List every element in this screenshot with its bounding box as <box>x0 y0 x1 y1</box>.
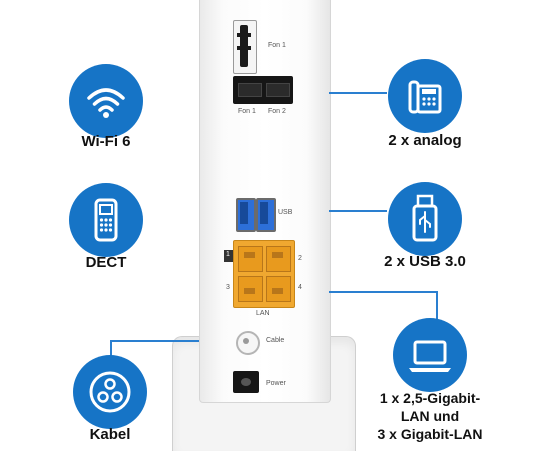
lan-2-label: 2 <box>298 255 302 262</box>
lan-feature-label-line-2: LAN und <box>400 408 460 424</box>
dect-feature-circle <box>69 183 143 257</box>
analog-feature-circle <box>388 59 462 133</box>
lan-port-1 <box>238 246 263 272</box>
analog-phone-icon <box>408 80 442 114</box>
usb-port-label: USB <box>278 209 293 216</box>
laptop-icon <box>409 340 451 372</box>
connector-line-cable-vertical <box>110 340 112 356</box>
dect-feature-label: DECT <box>85 254 127 271</box>
fon2-port-label: Fon 2 <box>268 108 286 115</box>
fon1-top-label: Fon 1 <box>268 42 286 49</box>
lan-label: LAN <box>256 310 270 317</box>
cable-feature-label: Kabel <box>89 426 131 443</box>
analog-feature-label: 2 x analog <box>388 132 462 149</box>
lan-feature-circle <box>393 318 467 392</box>
fon1-port-label: Fon 1 <box>238 108 256 115</box>
dect-phone-icon <box>94 198 118 242</box>
connector-line-lan-vertical <box>436 291 438 319</box>
wifi-icon <box>87 88 125 118</box>
wifi-feature-circle <box>69 64 143 138</box>
lan-3-label: 3 <box>226 284 230 291</box>
coax-cable-icon <box>89 371 131 413</box>
cable-port-label: Cable <box>266 337 285 344</box>
cable-feature-circle <box>73 355 147 429</box>
connector-line-cable-horizontal <box>111 340 199 342</box>
power-port-label: Power <box>266 380 286 387</box>
connector-line-usb <box>329 210 387 212</box>
connector-line-lan-horizontal <box>329 291 437 293</box>
lan-port-4 <box>266 276 291 302</box>
usb-feature-circle <box>388 182 462 256</box>
lan-port-2 <box>266 246 291 272</box>
usb-stick-icon <box>412 194 438 242</box>
lan-feature-label-line-3: 3 x Gigabit-LAN <box>377 426 483 442</box>
lan-1-label: 1 <box>226 251 230 258</box>
lan-1-badge <box>224 250 233 262</box>
lan-4-label: 4 <box>298 284 302 291</box>
wifi-feature-label: Wi-Fi 6 <box>81 133 131 150</box>
lan-feature-label-line-1: 1 x 2,5-Gigabit- <box>379 390 481 406</box>
connector-line-analog <box>329 92 387 94</box>
usb-feature-label: 2 x USB 3.0 <box>384 253 466 270</box>
